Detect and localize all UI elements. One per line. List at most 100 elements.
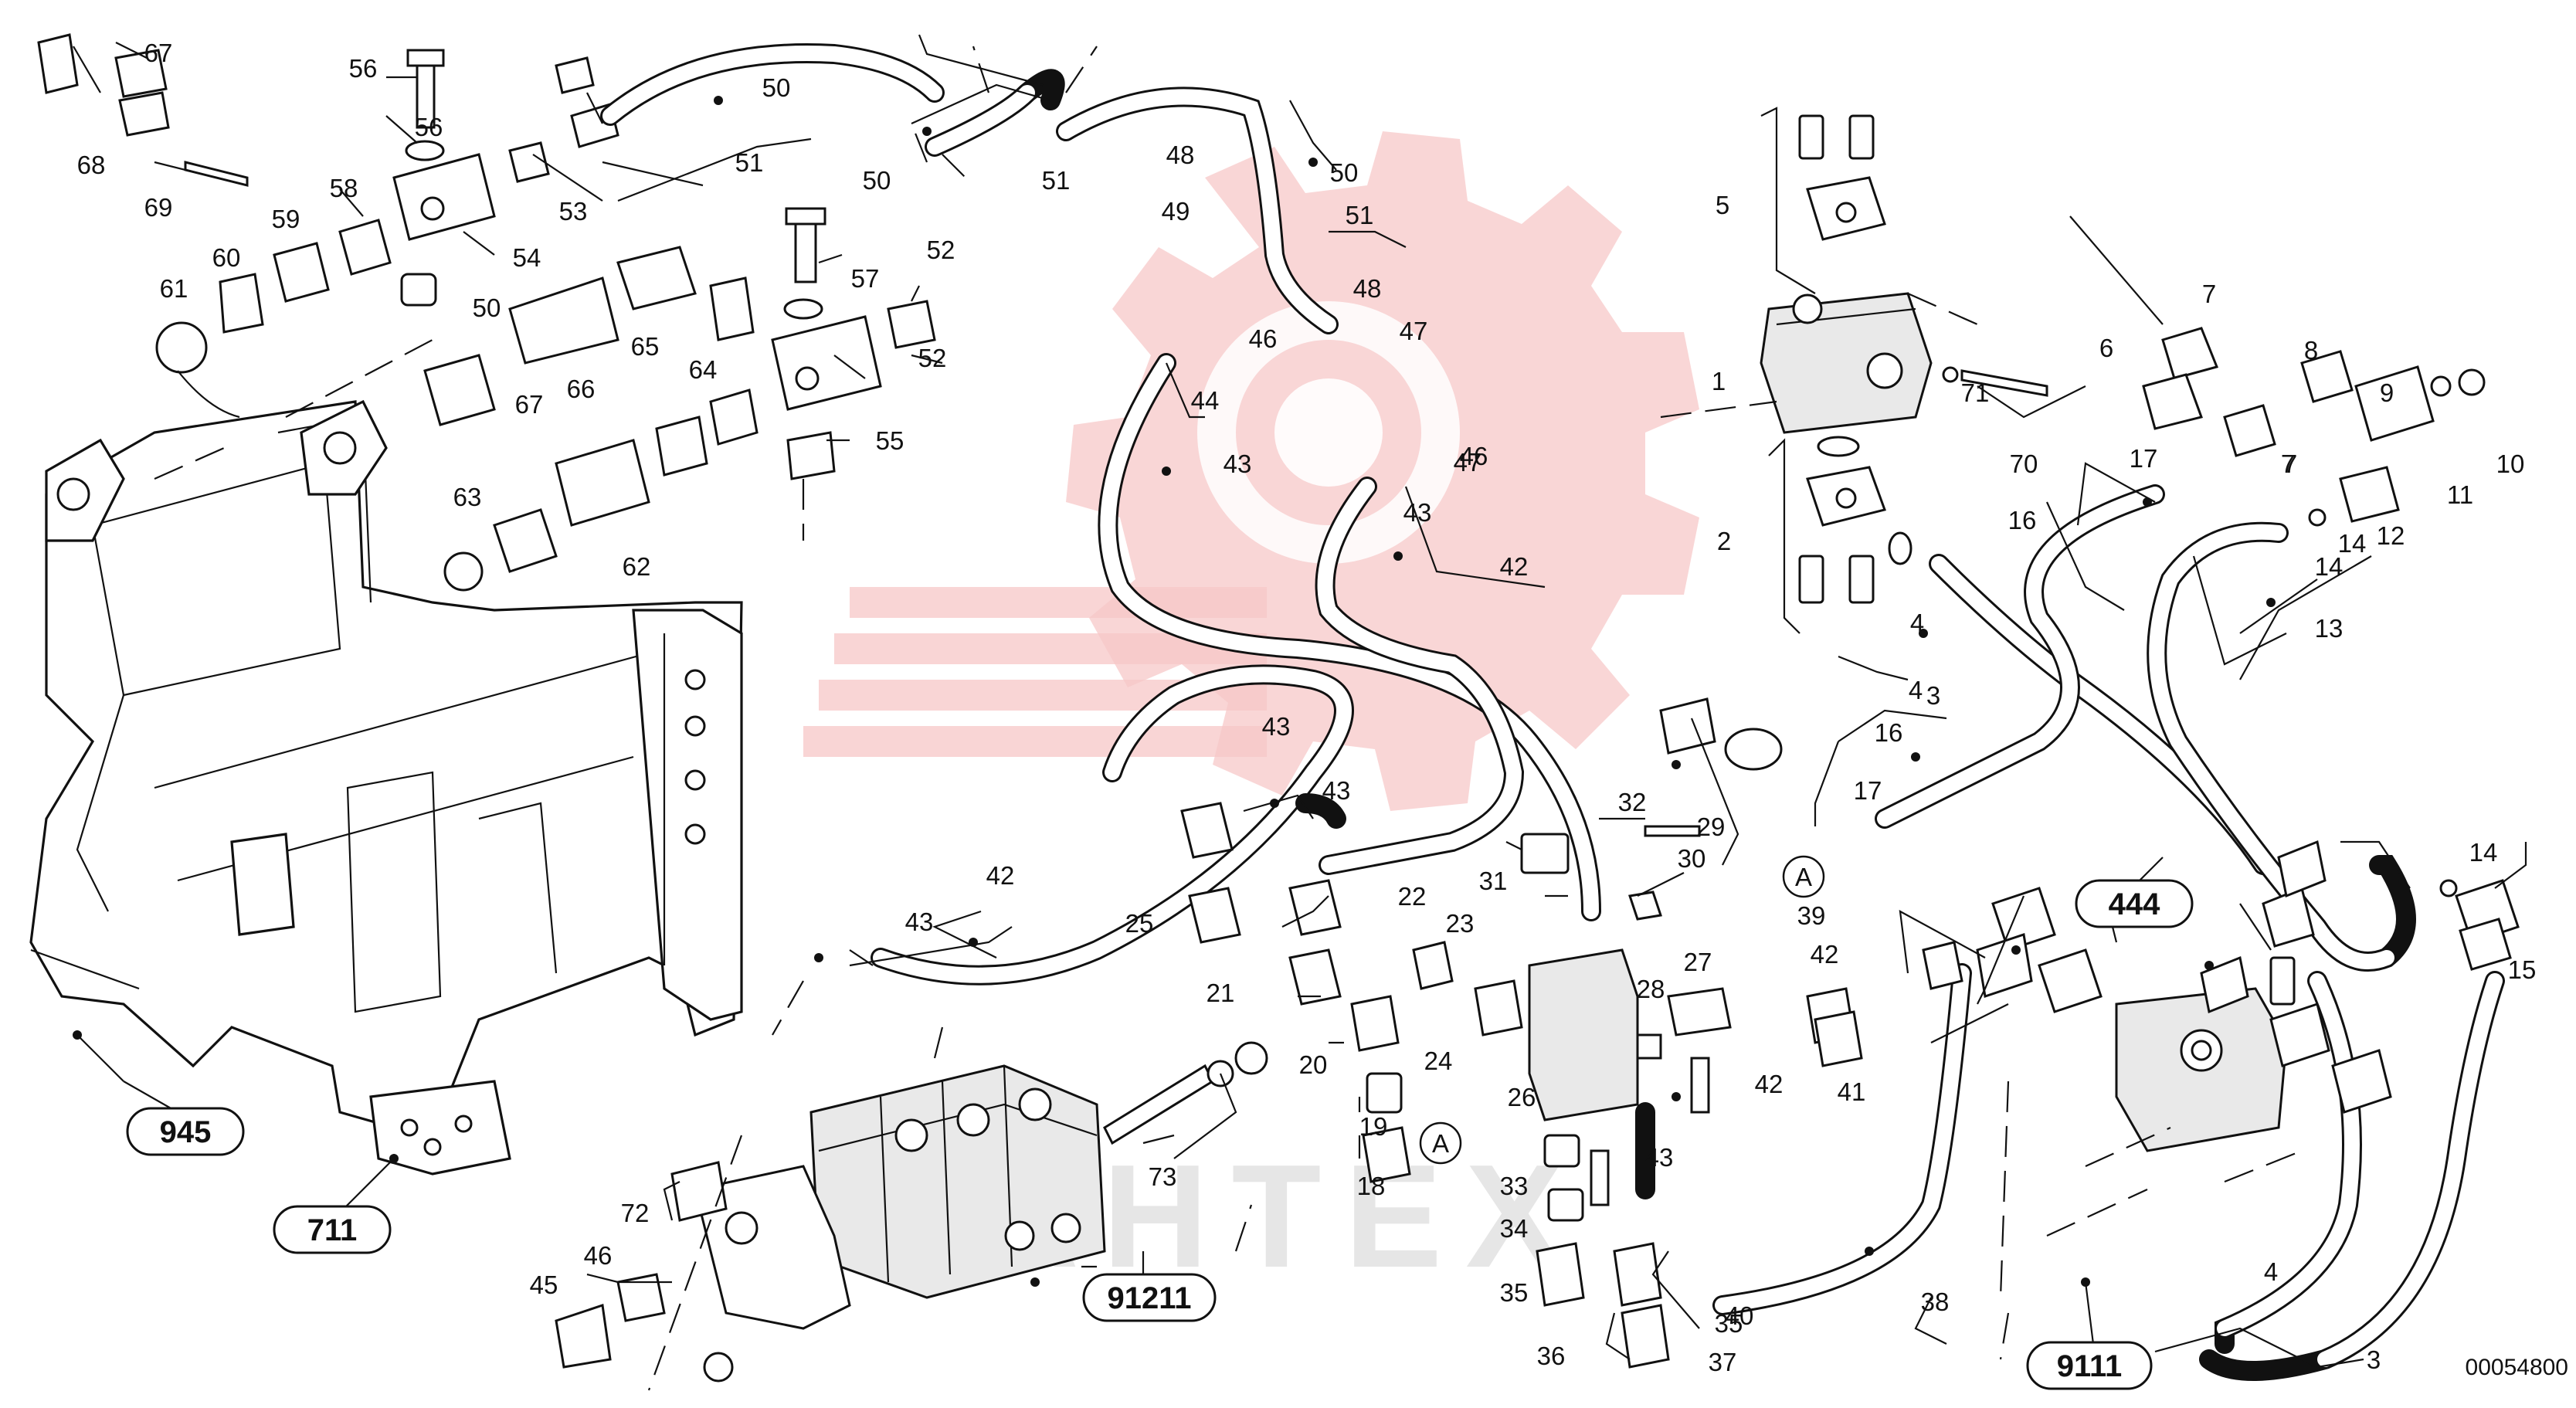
part-label: 26 xyxy=(1508,1083,1536,1111)
part-label: 10 xyxy=(2496,450,2525,478)
group-ref-label: 444 xyxy=(2109,887,2160,921)
part-label: 3 xyxy=(1926,681,1940,710)
part-label: 48 xyxy=(1353,274,1382,303)
part-label: 32 xyxy=(1618,788,1647,816)
parts-group-mid-left xyxy=(423,207,936,592)
hoses-42 xyxy=(871,353,1655,1199)
part-label: 50 xyxy=(473,293,501,322)
circle-ref-label: A xyxy=(1795,863,1812,891)
part-label: 64 xyxy=(689,355,718,384)
part-label: 12 xyxy=(2377,521,2405,550)
part-label: 35 xyxy=(1500,1278,1529,1307)
circle-ref-a-1: A xyxy=(1782,855,1825,898)
hose-50-top xyxy=(600,43,1339,334)
part-label: 46 xyxy=(1460,442,1488,470)
part-label: 50 xyxy=(762,73,791,102)
part-label: 46 xyxy=(584,1241,613,1270)
fittings-center xyxy=(1180,697,1963,1369)
part-label: 14 xyxy=(2315,552,2344,581)
part-label: 24 xyxy=(1424,1047,1453,1075)
group-ref-444: 444 xyxy=(2075,879,2194,928)
part-label: 43 xyxy=(1645,1143,1674,1172)
part-label: 63 xyxy=(453,483,482,511)
group-ref-945: 945 xyxy=(126,1107,245,1156)
part-label: 30 xyxy=(1678,844,1706,873)
part-label: 8 xyxy=(2304,336,2318,365)
part-label: 4 xyxy=(1909,676,1923,704)
group-ref-label: 91211 xyxy=(1107,1281,1191,1315)
part-label: 3 xyxy=(2367,1345,2381,1374)
group-ref-711: 711 xyxy=(273,1205,392,1254)
control-valve xyxy=(555,1041,1268,1383)
group-ref-label: 945 xyxy=(160,1115,212,1149)
part-label: 42 xyxy=(986,861,1015,890)
part-label: 73 xyxy=(1149,1162,1177,1191)
part-label: 19 xyxy=(1359,1112,1388,1141)
part-label: 6 xyxy=(2099,334,2113,362)
part-label: 55 xyxy=(876,426,904,455)
part-label: 56 xyxy=(349,54,378,83)
part-label: 54 xyxy=(513,243,541,272)
part-label: 44 xyxy=(1191,386,1220,415)
part-labels: 1 2 3 4 5 6 7 8 9 10 11 12 13 14 15 16 1… xyxy=(77,39,2537,1376)
part-label: 43 xyxy=(1322,776,1351,805)
part-label: 62 xyxy=(623,552,651,581)
part-label: 47 xyxy=(1454,448,1482,477)
group-ref-label: 9111 xyxy=(2057,1349,2123,1383)
part-label: 2 xyxy=(1717,527,1731,555)
part-label: 15 xyxy=(2508,955,2537,984)
part-label: 38 xyxy=(1921,1288,1950,1316)
circle-ref-a-2: A xyxy=(1419,1121,1462,1165)
part-label: 23 xyxy=(1446,909,1475,938)
part-label: 66 xyxy=(567,375,596,403)
part-label: 51 xyxy=(735,148,764,177)
leader-lines xyxy=(73,34,2527,1391)
image-code: 00054800 xyxy=(2466,1355,2568,1380)
part-label: 16 xyxy=(2008,506,2037,534)
valve-444 xyxy=(1976,840,2392,1152)
group-ref-91211: 91211 xyxy=(1082,1273,1217,1322)
part-label: 7 xyxy=(2202,280,2216,308)
part-label: 59 xyxy=(272,205,300,233)
part-label: 50 xyxy=(863,166,891,195)
group-ref-9111: 9111 xyxy=(2026,1341,2153,1390)
part-label: 71 xyxy=(1961,378,1990,407)
part-label: 13 xyxy=(2315,614,2344,643)
loader-frame xyxy=(29,399,743,1176)
part-label: 53 xyxy=(559,197,588,226)
part-label: 45 xyxy=(530,1271,558,1299)
part-label: 57 xyxy=(851,264,880,293)
part-label: 9 xyxy=(2380,378,2394,407)
part-label: 4 xyxy=(2264,1257,2278,1286)
part-label: 72 xyxy=(621,1199,650,1227)
circle-ref-label: A xyxy=(1432,1129,1449,1158)
part-label: 67 xyxy=(515,390,544,419)
part-label: 41 xyxy=(1838,1077,1866,1106)
part-label: 61 xyxy=(160,274,188,303)
part-label: 21 xyxy=(1207,979,1235,1007)
hoses-right xyxy=(1712,484,2505,1381)
part-label: 50 xyxy=(1330,158,1359,187)
pump-assembly xyxy=(1760,114,2048,604)
part-label: 36 xyxy=(1537,1342,1566,1370)
part-label: 68 xyxy=(77,151,106,179)
part-label: 14 xyxy=(2469,838,2498,867)
part-label: 46 xyxy=(1249,324,1278,353)
part-label: 40 xyxy=(1726,1301,1754,1330)
part-label: 67 xyxy=(144,39,173,67)
part-label: 25 xyxy=(1125,909,1154,938)
part-label: 18 xyxy=(1357,1172,1386,1200)
part-label: 29 xyxy=(1697,813,1726,841)
part-label: 11 xyxy=(2447,480,2473,509)
part-label: 43 xyxy=(1403,498,1432,527)
part-label: 1 xyxy=(1712,367,1726,395)
part-label: 5 xyxy=(1716,191,1729,219)
part-label: 43 xyxy=(905,908,934,936)
part-label: 48 xyxy=(1166,141,1195,169)
part-label: 20 xyxy=(1299,1050,1328,1079)
part-label: 17 xyxy=(2130,444,2158,473)
part-label: 43 xyxy=(1224,450,1252,478)
part-label: 60 xyxy=(212,243,241,272)
part-label: 4 xyxy=(1910,609,1924,637)
